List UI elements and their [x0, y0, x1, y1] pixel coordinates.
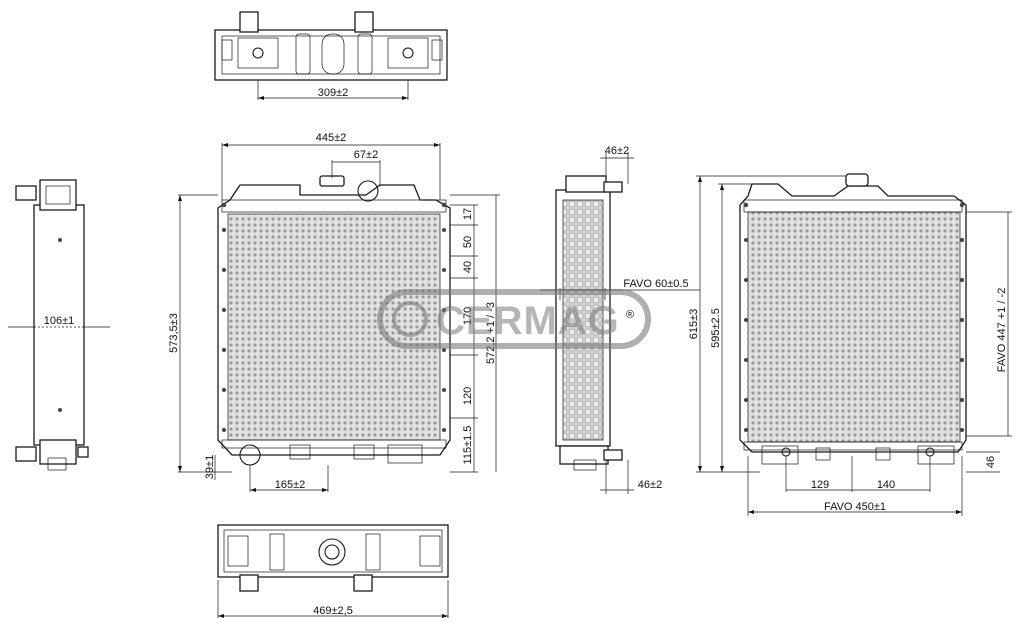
- dim-rear-height: 595±2.5: [710, 308, 722, 348]
- dim-front-width: 445±2: [316, 132, 347, 144]
- dim-row-6: 115±1.5: [462, 426, 474, 465]
- dim-top-width: 309±2: [318, 87, 349, 99]
- dim-bottom-width: 469±2,5: [313, 605, 353, 617]
- cermag-logo: CERMAG ®: [377, 289, 651, 349]
- dim-rear-total: 615±3: [688, 309, 700, 340]
- dim-cap-offset: 67±2: [354, 149, 378, 161]
- dim-front-height: 573,5±3: [168, 313, 180, 353]
- dim-side-depth: 106±1: [44, 315, 75, 327]
- left-side-view: 106±1: [8, 179, 110, 471]
- dim-core-height-rear: FAVO 447 +1 / -2: [996, 288, 1008, 372]
- dim-rear-b: 140: [877, 479, 895, 491]
- bottom-view: 469±2,5: [217, 524, 449, 618]
- dim-side-top: 46±2: [605, 145, 629, 157]
- dim-row-4: 170: [462, 307, 474, 325]
- dim-side-bottom: 46±2: [638, 479, 662, 491]
- dim-core-depth: FAVO 60±0.5: [623, 278, 688, 290]
- dim-rear-small: 46: [985, 456, 997, 468]
- logo-text: CERMAG: [436, 299, 620, 343]
- dim-bottom-left: 39±1: [204, 455, 216, 479]
- dim-rear-a: 129: [811, 479, 829, 491]
- dim-row-5: 120: [462, 387, 474, 405]
- dim-core-width: FAVO 450±1: [824, 501, 886, 513]
- top-view: 309±2: [214, 11, 448, 100]
- dim-bottom-outlet: 165±2: [275, 479, 306, 491]
- rear-view: 615±3 595±2.5 FAVO 447 +1 / -2 46 129 14…: [688, 173, 1012, 516]
- logo-registered: ®: [626, 309, 634, 321]
- depth-view: 46±2 FAVO 60±0.5 46±2: [540, 145, 700, 494]
- dim-row-1: 17: [462, 208, 474, 220]
- dim-row-2: 50: [462, 236, 474, 248]
- dim-row-3: 40: [462, 261, 474, 273]
- front-view: 445±2 67±2 573,5±3 39±1 17 50 40 170 120…: [168, 132, 500, 492]
